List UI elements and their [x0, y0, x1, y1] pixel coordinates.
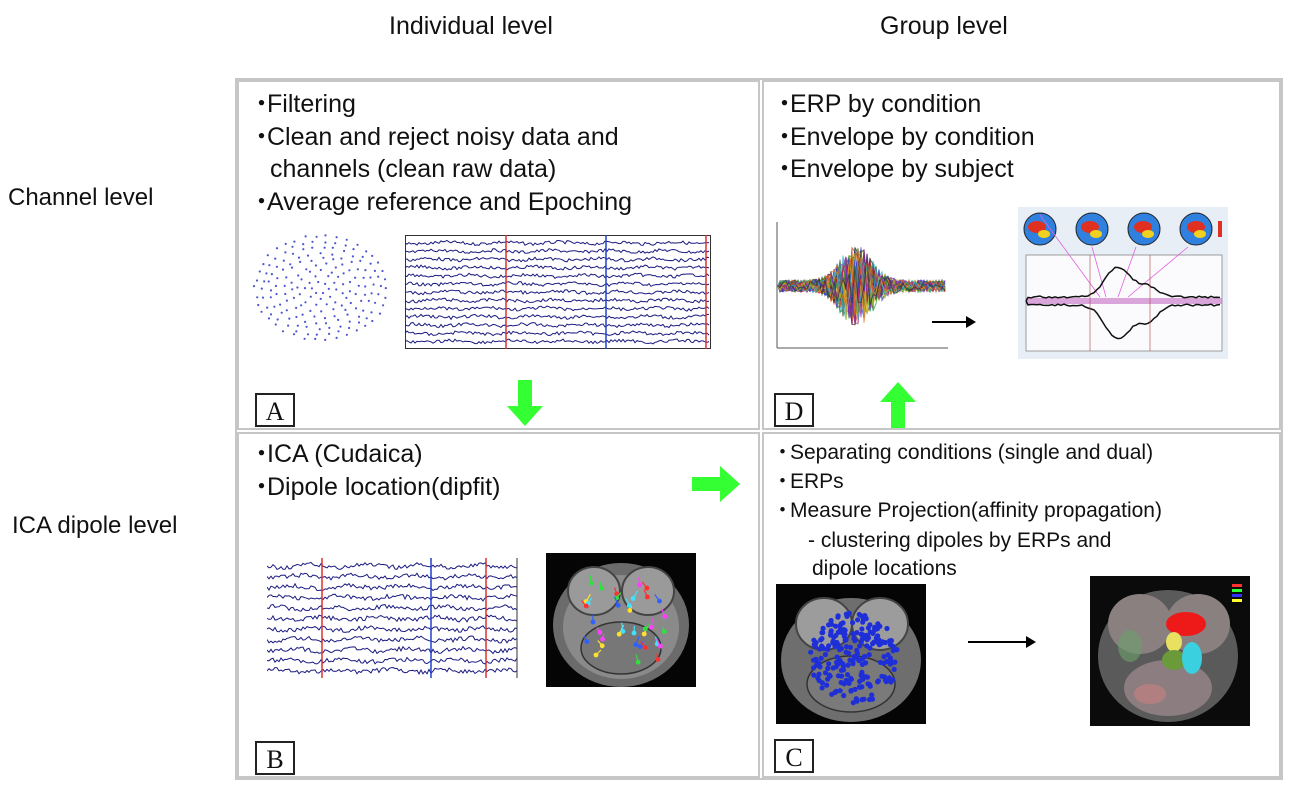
envelope-topomap-image — [1018, 207, 1228, 359]
panel-c-bullet-2: ・ERPs — [772, 470, 844, 493]
arrow-right-b-to-c-icon — [692, 466, 740, 502]
panel-a-label: A — [255, 393, 295, 427]
cluster-3d-rendering-image — [1090, 576, 1250, 726]
panel-c-bullet-3: ・Measure Projection(affinity propagation… — [772, 499, 1162, 522]
panel-a-bullet-1: ・Filtering — [249, 90, 356, 118]
erp-butterfly-plot-image — [776, 222, 948, 349]
panel-c-subbullet: - clustering dipoles by ERPs and — [808, 529, 1112, 552]
dipole-mri-image — [546, 553, 696, 687]
column-header-group: Group level — [880, 12, 1008, 40]
panel-d-bullet-2: ・Envelope by condition — [772, 123, 1035, 151]
panel-d-label: D — [774, 393, 814, 427]
arrow-down-a-to-b-icon — [507, 380, 543, 426]
column-header-individual: Individual level — [389, 12, 553, 40]
arrow-to-clusters-icon — [968, 636, 1036, 648]
dipole-cluster-mri-image — [776, 584, 926, 724]
electrode-montage-image — [252, 234, 387, 341]
panel-b: ・ICA (Cudaica) ・Dipole location(dipfit) … — [237, 432, 760, 778]
panel-d-bullet-1: ・ERP by condition — [772, 90, 982, 118]
panel-b-label: B — [255, 741, 295, 775]
panel-d-bullet-3: ・Envelope by subject — [772, 155, 1014, 183]
arrow-to-envelope-icon — [932, 316, 976, 328]
panel-c-subbullet-cont: dipole locations — [812, 557, 957, 580]
panel-b-bullet-1: ・ICA (Cudaica) — [249, 440, 423, 468]
panel-c-label: C — [774, 739, 814, 773]
panel-b-bullet-2: ・Dipole location(dipfit) — [249, 473, 501, 501]
panel-a: ・Filtering ・Clean and reject noisy data … — [237, 80, 760, 430]
diagram-frame — [235, 78, 1283, 780]
panel-a-bullet-3: ・Average reference and Epoching — [249, 188, 633, 216]
ica-activation-image — [267, 558, 518, 678]
panel-c-bullet-1: ・Separating conditions (single and dual) — [772, 441, 1154, 464]
row-header-ica: ICA dipole level — [12, 512, 178, 539]
panel-c: ・Separating conditions (single and dual)… — [762, 432, 1281, 778]
row-header-channel: Channel level — [8, 184, 154, 211]
eeg-trace-image — [405, 235, 711, 349]
panel-d: ・ERP by condition ・Envelope by condition… — [762, 80, 1281, 430]
panel-a-bullet-2-cont: channels (clean raw data) — [270, 155, 557, 183]
panel-a-bullet-2: ・Clean and reject noisy data and — [249, 123, 619, 151]
arrow-up-c-to-d-icon — [880, 382, 916, 428]
